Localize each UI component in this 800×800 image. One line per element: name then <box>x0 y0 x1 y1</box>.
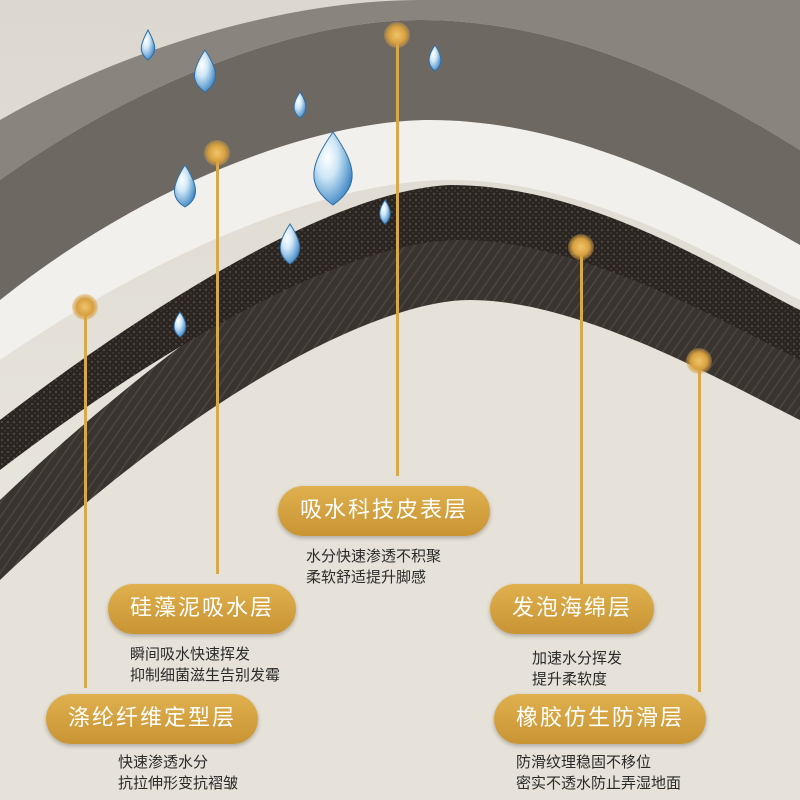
layer-title-rubber: 橡胶仿生防滑层 <box>494 694 707 744</box>
layer-desc-line: 水分快速渗透不积聚 <box>306 547 442 565</box>
layer-desc-line: 快速渗透水分 <box>118 753 209 771</box>
layer-desc-line: 瞬间吸水快速挥发 <box>130 645 251 663</box>
droplet-8 <box>379 199 391 225</box>
droplet-4 <box>428 44 442 72</box>
foam-layer-shape <box>0 185 800 470</box>
leader-line-diatom <box>216 154 219 574</box>
leader-line-polyester <box>84 308 87 688</box>
leader-dot-polyester <box>72 294 98 320</box>
droplet-3 <box>293 91 307 119</box>
leader-line-surface <box>396 36 399 476</box>
layer-desc-surface: 水分快速渗透不积聚 柔软舒适提升脚感 <box>306 546 441 588</box>
layer-desc-line: 抗拉伸形变抗褶皱 <box>118 774 239 792</box>
droplet-9 <box>173 311 187 338</box>
leader-line-rubber <box>698 362 701 692</box>
layer-desc-diatom: 瞬间吸水快速挥发 抑制细菌滋生告别发霉 <box>130 644 280 686</box>
leader-dot-rubber <box>686 348 712 374</box>
polyester-layer-shape <box>0 205 800 580</box>
layer-desc-line: 密实不透水防止弄湿地面 <box>516 774 682 792</box>
layer-desc-line: 加速水分挥发 <box>532 649 623 667</box>
water-droplets <box>140 28 442 338</box>
layer-desc-line: 防滑纹理稳固不移位 <box>516 753 652 771</box>
leader-dot-diatom <box>204 140 230 166</box>
droplet-2 <box>194 49 216 93</box>
surface-layer-shape <box>0 20 800 300</box>
layer-desc-line: 提升柔软度 <box>532 670 608 688</box>
layer-desc-rubber: 防滑纹理稳固不移位 密实不透水防止弄湿地面 <box>516 752 681 794</box>
layer-desc-line: 抑制细菌滋生告别发霉 <box>130 666 281 684</box>
layer-desc-line: 柔软舒适提升脚感 <box>306 568 427 586</box>
leader-dot-surface <box>384 22 410 48</box>
diatom-layer-shape <box>0 120 800 360</box>
layer-title-diatom: 硅藻泥吸水层 <box>108 584 297 634</box>
layer-title-surface: 吸水科技皮表层 <box>278 486 491 536</box>
droplet-7 <box>279 223 301 265</box>
leader-dot-foam <box>568 234 594 260</box>
layer-title-polyester: 涤纶纤维定型层 <box>46 694 259 744</box>
surface-top-shape <box>0 0 800 180</box>
layer-title-foam: 发泡海绵层 <box>490 584 655 634</box>
droplet-1 <box>140 28 156 61</box>
layer-desc-foam: 加速水分挥发 提升柔软度 <box>532 648 622 690</box>
droplet-5 <box>313 131 353 206</box>
leader-line-foam <box>580 248 583 584</box>
droplet-6 <box>174 164 196 208</box>
layer-desc-polyester: 快速渗透水分 抗拉伸形变抗褶皱 <box>118 752 238 794</box>
